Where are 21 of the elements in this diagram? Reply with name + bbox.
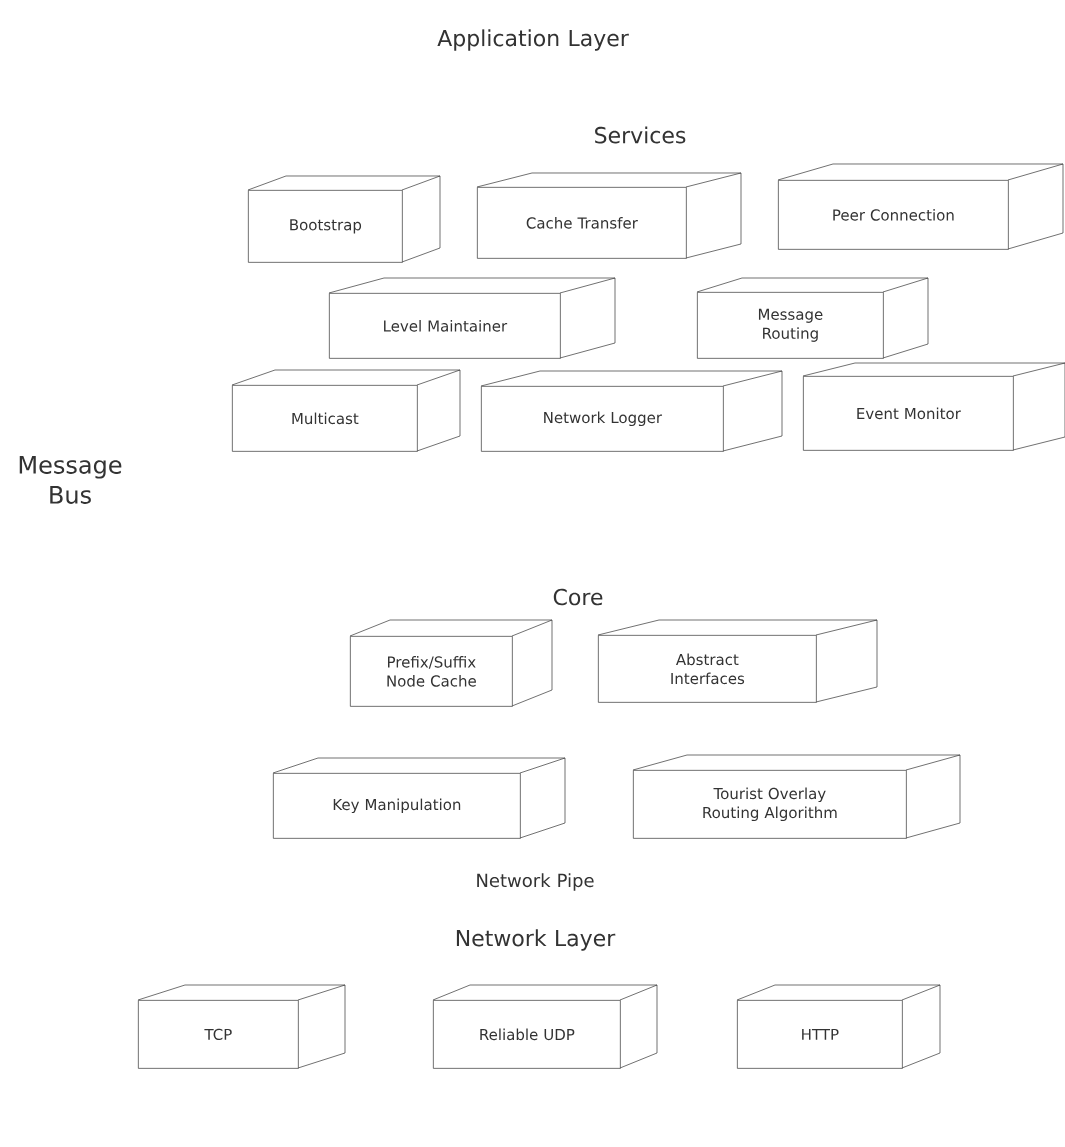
cube-box: Tourist Overlay Routing Algorithm [632, 754, 961, 839]
layer-heading: Core [553, 588, 603, 606]
cube-box: Multicast [231, 369, 461, 452]
cube-box: TCP [137, 984, 346, 1069]
cube-box: Level Maintainer [328, 277, 616, 359]
layer-heading: Application Layer [437, 29, 629, 51]
cube-box: Key Manipulation [272, 757, 566, 839]
cube-box: Abstract Interfaces [597, 619, 878, 703]
cube-box: Bootstrap [247, 175, 441, 263]
layer-heading: Network Layer [456, 929, 616, 951]
layer-heading: Network Pipe [477, 873, 594, 891]
cube-box: Cache Transfer [476, 172, 742, 259]
cube-box: Reliable UDP [432, 984, 658, 1069]
cube-box: Prefix/Suffix Node Cache [349, 619, 553, 707]
cube-box: HTTP [736, 984, 941, 1069]
cube-box: Message Routing [696, 277, 929, 359]
layer-heading: Message Bus [19, 456, 122, 504]
cube-box: Network Logger [480, 370, 783, 452]
cube-box: Event Monitor [802, 362, 1065, 451]
cube-box: Peer Connection [777, 163, 1064, 250]
layer-heading: Services [595, 126, 686, 144]
